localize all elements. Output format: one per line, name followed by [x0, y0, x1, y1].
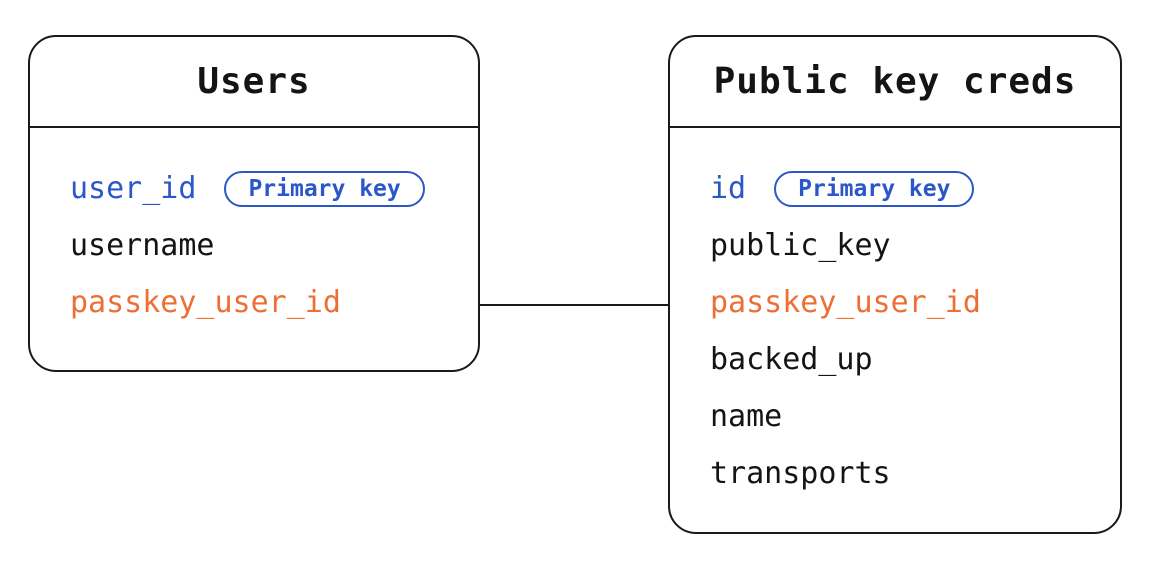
primary-key-badge: Primary key — [774, 170, 975, 207]
table-users: Users user_id Primary key username passk… — [28, 35, 480, 372]
field-row-transports: transports — [670, 445, 1120, 502]
field-public-key: public_key — [710, 228, 891, 263]
table-public-key-creds-fields: id Primary key public_key passkey_user_i… — [670, 160, 1120, 502]
field-row-username: username — [30, 217, 478, 274]
field-user-id: user_id — [70, 171, 197, 206]
field-transports: transports — [710, 456, 891, 491]
field-row-public-key: public_key — [670, 217, 1120, 274]
field-id: id — [710, 171, 747, 206]
field-row-passkey-user-id: passkey_user_id — [670, 274, 1120, 331]
table-public-key-creds: Public key creds id Primary key public_k… — [668, 35, 1122, 534]
field-backed-up: backed_up — [710, 342, 873, 377]
field-row-user-id: user_id Primary key — [30, 160, 478, 217]
table-users-title: Users — [30, 37, 478, 128]
relationship-line — [478, 304, 670, 306]
primary-key-badge: Primary key — [224, 170, 425, 207]
table-public-key-creds-title: Public key creds — [670, 37, 1120, 128]
field-username: username — [70, 228, 215, 263]
field-row-passkey-user-id: passkey_user_id — [30, 274, 478, 331]
table-users-fields: user_id Primary key username passkey_use… — [30, 160, 478, 331]
field-row-id: id Primary key — [670, 160, 1120, 217]
field-row-backed-up: backed_up — [670, 331, 1120, 388]
field-name: name — [710, 399, 783, 434]
field-row-name: name — [670, 388, 1120, 445]
field-passkey-user-id: passkey_user_id — [710, 285, 981, 320]
field-passkey-user-id: passkey_user_id — [70, 285, 341, 320]
